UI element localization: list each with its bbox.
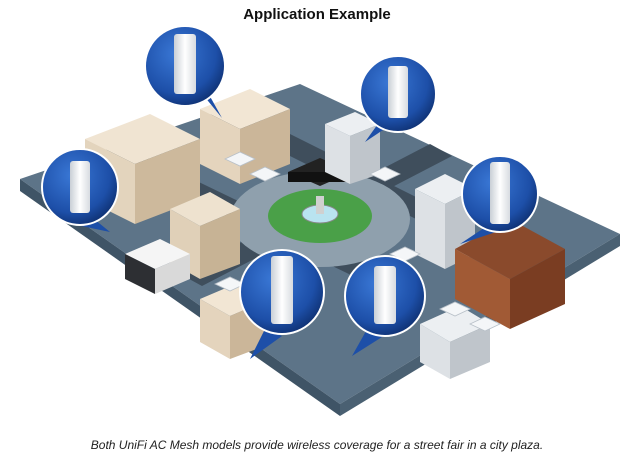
access-point-icon	[388, 66, 408, 118]
ap-callout-top-right	[359, 55, 437, 142]
ap-callout-top-left	[144, 25, 226, 118]
city-plaza-illustration	[20, 25, 620, 416]
ap-callout-bottom-right	[344, 255, 426, 356]
access-point-icon	[374, 266, 396, 324]
page-title: Application Example	[243, 6, 391, 23]
access-point-icon	[174, 34, 196, 94]
plaza	[230, 171, 410, 267]
market-tents	[214, 151, 501, 332]
ap-callout-bottom-left	[239, 249, 325, 359]
ap-callout-right	[460, 155, 539, 244]
access-point-icon	[70, 161, 90, 213]
ap-callout-left	[41, 148, 119, 232]
figure-caption: Both UniFi AC Mesh models provide wirele…	[90, 438, 544, 452]
access-point-icon	[490, 162, 510, 224]
access-point-icon	[271, 256, 293, 324]
